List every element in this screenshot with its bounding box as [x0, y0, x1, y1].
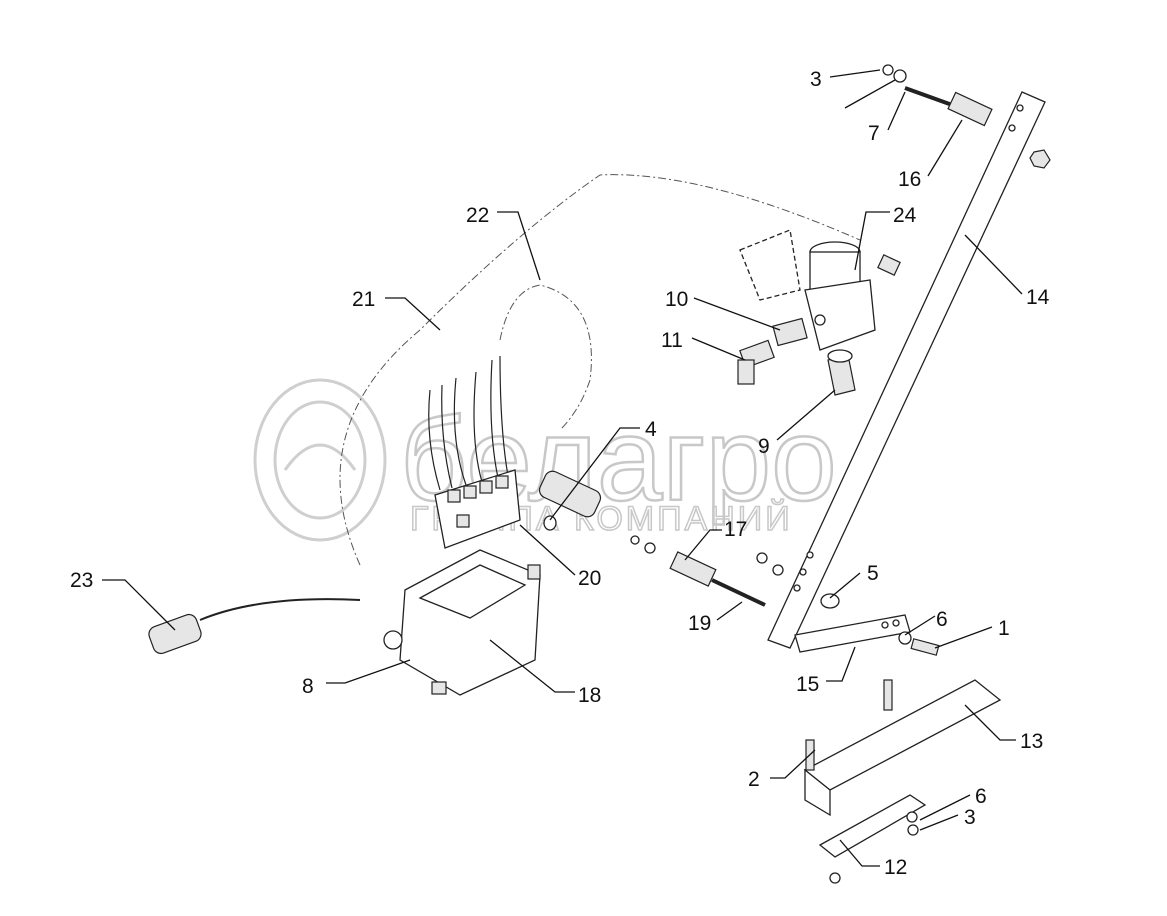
callout-13: 13	[1020, 730, 1043, 753]
plate-12	[818, 794, 927, 884]
stud-16	[882, 64, 1051, 169]
callout-22: 22	[466, 204, 489, 227]
callout-7: 7	[868, 122, 880, 145]
cable-route-inner	[499, 284, 592, 431]
wire-harness-21	[428, 355, 509, 491]
callout-18: 18	[578, 684, 601, 707]
angle-13	[803, 679, 1002, 817]
bracket-14	[767, 91, 1046, 649]
callout-4: 4	[645, 418, 657, 441]
callout-labels: 3 7 16 24 14 10 11 9 22 21 4 17 20 23 19…	[70, 68, 1050, 879]
callout-10: 10	[665, 288, 688, 311]
callout-1: 1	[998, 617, 1010, 640]
callout-11: 11	[661, 329, 683, 352]
plate-15	[794, 593, 940, 656]
callout-23: 23	[70, 569, 93, 592]
callout-2: 2	[748, 768, 760, 791]
fitting-10	[772, 317, 808, 347]
elbow-11	[737, 339, 775, 385]
callout-20: 20	[578, 567, 601, 590]
callout-6: 6	[936, 608, 948, 631]
callout-14: 14	[1026, 286, 1050, 309]
callout-24: 24	[893, 204, 917, 227]
callout-3-lower: 3	[964, 806, 976, 829]
stud-17	[630, 535, 784, 607]
watermark-logo: белагро ГРУППА КОМПАНИЙ	[253, 378, 838, 542]
callout-12: 12	[884, 856, 907, 879]
plug-23	[148, 598, 361, 655]
callout-9: 9	[758, 435, 770, 458]
solenoid-valve-24	[739, 229, 901, 351]
callout-8: 8	[302, 675, 314, 698]
control-box-18	[383, 549, 541, 696]
callout-21: 21	[352, 288, 375, 311]
callout-5: 5	[867, 562, 879, 585]
callout-17: 17	[724, 518, 747, 541]
callout-16: 16	[898, 168, 921, 191]
cable-route-dashed	[339, 174, 861, 566]
adapter-9	[827, 349, 856, 396]
callout-19: 19	[688, 612, 711, 635]
terminal-block-20	[434, 469, 521, 549]
callout-6-lower: 6	[975, 785, 987, 808]
callout-15: 15	[796, 673, 819, 696]
leader-lines	[102, 69, 1023, 867]
callout-3: 3	[810, 68, 822, 91]
